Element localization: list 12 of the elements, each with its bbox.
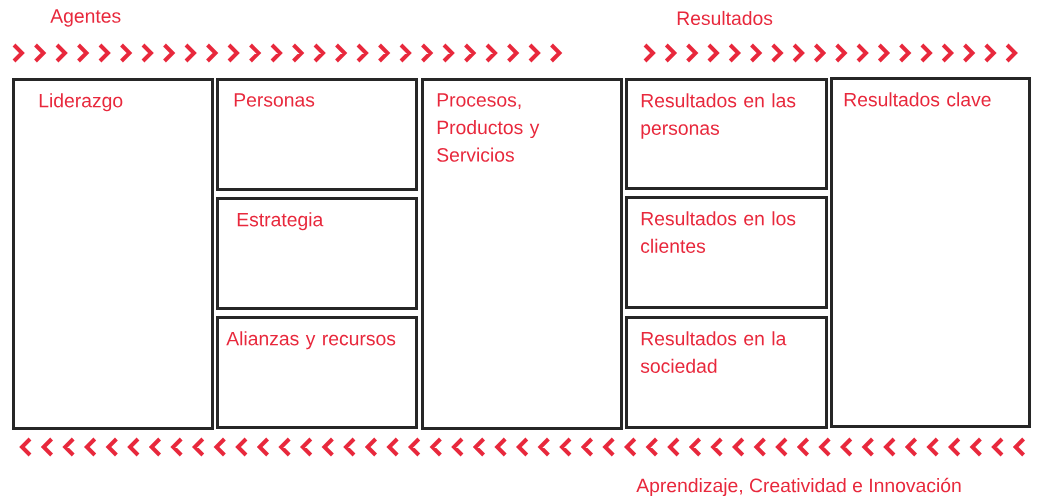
text-box: Resultados clave	[830, 77, 1031, 428]
text-box: Resultados en la sociedad	[625, 316, 828, 429]
text-box: Resultados en los clientes	[625, 196, 828, 309]
text-box: Alianzas y recursos	[216, 316, 418, 429]
text-box: Estrategia	[216, 197, 418, 310]
text-box: Resultados en las personas	[625, 78, 828, 190]
text-box: Liderazgo	[12, 78, 214, 430]
text-box: Personas	[216, 78, 418, 191]
section-label: Agentes	[50, 9, 121, 27]
section-label: Aprendizaje, Creatividad e Innovación	[636, 477, 961, 497]
section-label: Resultados	[677, 10, 773, 26]
text-box: Procesos, Productos y Servicios	[421, 78, 623, 430]
